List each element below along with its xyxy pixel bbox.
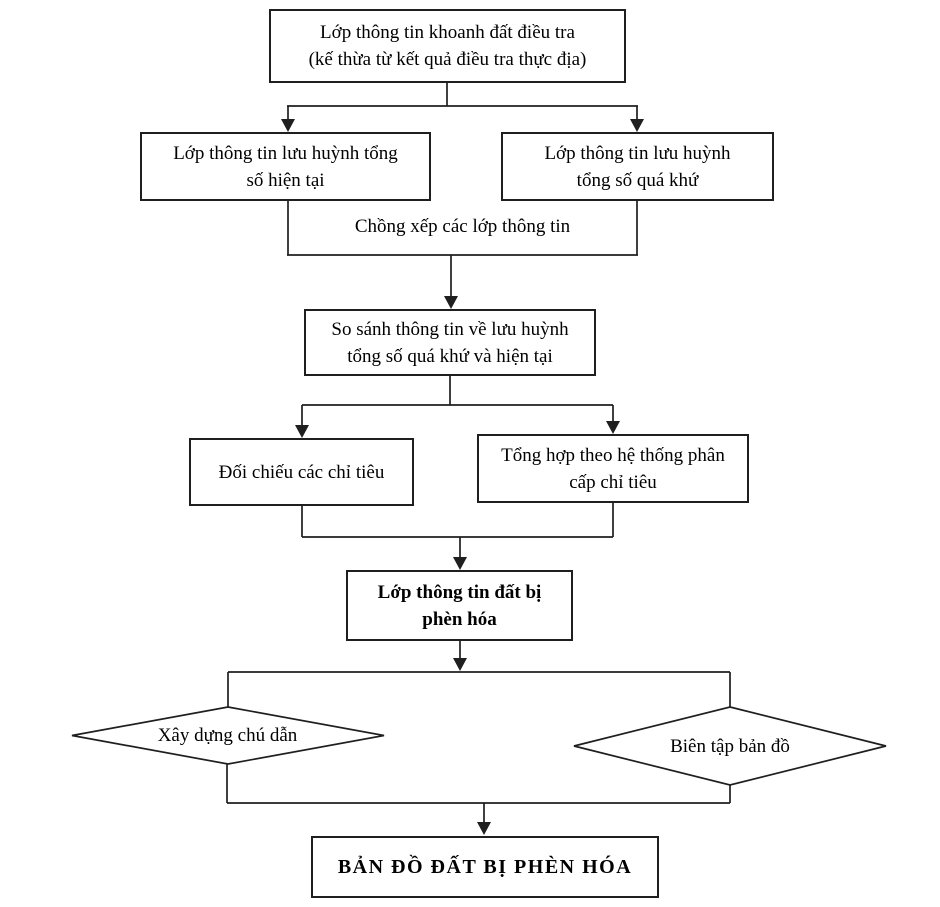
node-acid-sulfate-layer: Lớp thông tin đất bị phèn hóa	[346, 570, 573, 641]
map-editing-label: Biên tập bản đồ	[670, 735, 790, 757]
arrowhead	[477, 822, 491, 835]
node-sulfur-past: Lớp thông tin lưu huỳnh tổng số quá khứ	[501, 132, 774, 201]
node-text-line: tổng số quá khứ và hiện tại	[347, 345, 553, 367]
node-text-line: So sánh thông tin về lưu huỳnh	[331, 318, 569, 340]
arrowhead	[630, 119, 644, 132]
node-final-map: BẢN ĐỒ ĐẤT BỊ PHÈN HÓA	[311, 836, 659, 898]
arrowheads	[281, 119, 644, 835]
arrowhead	[444, 296, 458, 309]
node-text-line: Lớp thông tin khoanh đất điều tra	[320, 22, 575, 43]
arrowhead	[453, 658, 467, 671]
node-text-line: số hiện tại	[246, 169, 325, 191]
node-cross-check: Đối chiếu các chỉ tiêu	[189, 438, 414, 506]
map-editing-diamond	[573, 706, 887, 786]
node-sulfur-current: Lớp thông tin lưu huỳnh tổng số hiện tại	[140, 132, 431, 201]
node-text-line: Lớp thông tin đất bị	[377, 581, 542, 603]
node-text-line: tổng số quá khứ	[576, 169, 699, 191]
node-text-line: Lớp thông tin lưu huỳnh	[544, 142, 731, 164]
node-compare: So sánh thông tin về lưu huỳnh tổng số q…	[304, 309, 596, 376]
node-aggregate: Tổng hợp theo hệ thống phân cấp chỉ tiêu	[477, 434, 749, 503]
overlay-step-label: Chồng xếp các lớp thông tin	[354, 216, 571, 237]
arrowhead	[453, 557, 467, 570]
arrowhead	[606, 421, 620, 434]
node-text-line: Đối chiếu các chỉ tiêu	[218, 461, 385, 483]
node-text-line: phèn hóa	[422, 608, 497, 630]
node-text-line: Tổng hợp theo hệ thống phân	[501, 444, 725, 466]
node-text-line: (kế thừa từ kết quả điều tra thực địa)	[308, 49, 587, 70]
arrowhead	[295, 425, 309, 438]
node-text-line: cấp chỉ tiêu	[569, 471, 657, 493]
connector-lines	[226, 82, 731, 825]
node-text-line: BẢN ĐỒ ĐẤT BỊ PHÈN HÓA	[337, 855, 633, 878]
node-survey-parcels: Lớp thông tin khoanh đất điều tra (kế th…	[269, 9, 626, 83]
build-legend-diamond	[71, 706, 385, 765]
build-legend-label: Xây dựng chú dẫn	[157, 724, 298, 746]
node-text-line: Lớp thông tin lưu huỳnh tổng	[173, 142, 398, 164]
arrowhead	[281, 119, 295, 132]
